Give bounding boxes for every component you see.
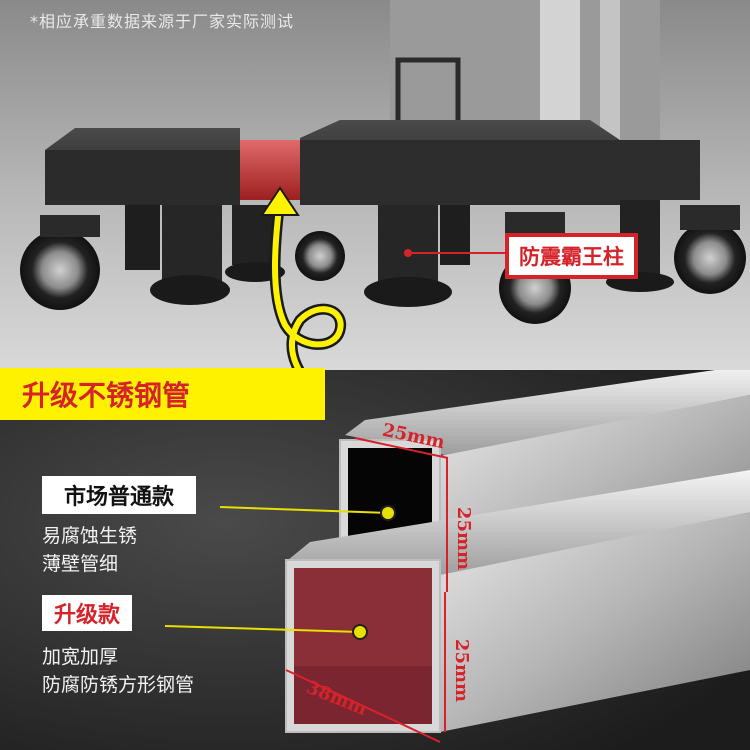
common-model-title: 市场普通款: [42, 476, 197, 514]
common-line-2: 薄壁管细: [42, 553, 119, 575]
upgraded-line-1: 加宽加厚: [42, 646, 119, 668]
top-height-dimension: 25mm: [453, 506, 475, 571]
shockproof-pillar-label: 防震霸王柱: [505, 233, 638, 279]
bottom-height-dimension: 25mm: [451, 638, 473, 703]
common-line-1: 易腐蚀生锈: [42, 525, 138, 547]
disclaimer-text: *相应承重数据来源于厂家实际测试: [30, 12, 295, 31]
upgrade-steel-banner: 升级不锈钢管: [0, 368, 325, 420]
upgraded-model-title: 升级款: [42, 595, 133, 631]
tube-comparison-graphic: [0, 370, 750, 750]
upgraded-line-2: 防腐防锈方形钢管: [42, 674, 195, 696]
base-photo: [0, 0, 750, 370]
